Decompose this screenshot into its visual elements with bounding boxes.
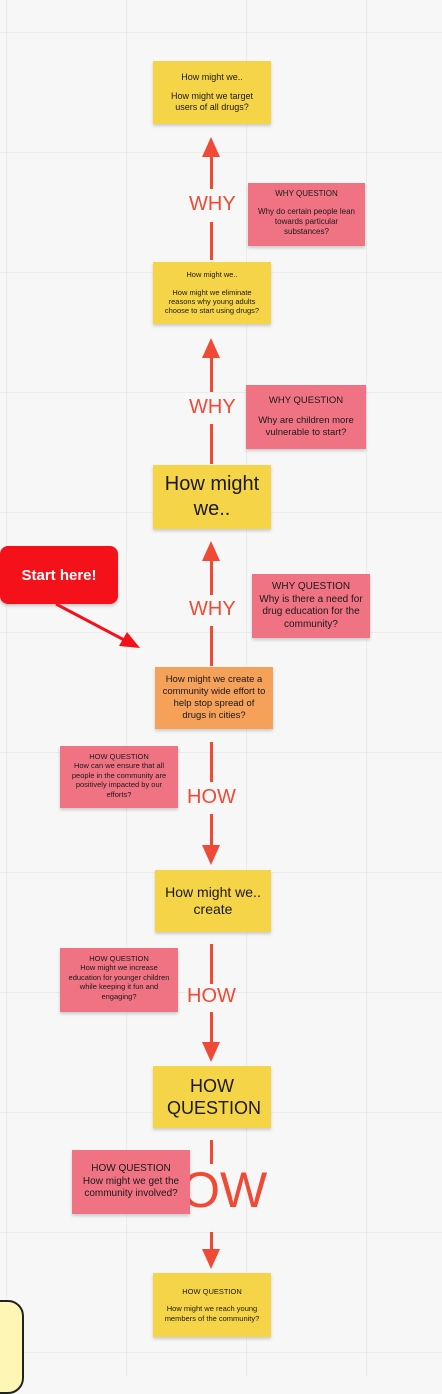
sticky-note-reach-young-members[interactable]: HOW QUESTION How might we reach young me… bbox=[153, 1273, 271, 1337]
how-label: HOW bbox=[187, 786, 236, 808]
note-body: How might we get the community involved? bbox=[82, 1175, 180, 1200]
note-title: WHY QUESTION bbox=[275, 189, 338, 198]
connector-line bbox=[210, 1012, 213, 1043]
how-question-note[interactable]: HOW QUESTION How might we get the commun… bbox=[72, 1150, 190, 1214]
note-body: How might we target users of all drugs? bbox=[170, 90, 254, 113]
note-title: WHY QUESTION bbox=[271, 581, 351, 592]
arrow-down-head bbox=[202, 1042, 220, 1062]
how-question-note[interactable]: HOW QUESTION How can we ensure that all … bbox=[60, 746, 178, 808]
why-label: WHY bbox=[189, 598, 236, 620]
why-label: WHY bbox=[189, 193, 236, 215]
note-body: How might we reach young members of the … bbox=[164, 1304, 260, 1323]
note-title: WHY QUESTION bbox=[268, 395, 344, 407]
connector-line bbox=[210, 424, 213, 464]
arrow-up-head bbox=[202, 137, 220, 157]
note-title: HOW QUESTION bbox=[89, 954, 149, 963]
connector-line bbox=[210, 1140, 213, 1164]
sticky-note-create[interactable]: How might we.. create bbox=[155, 870, 271, 932]
note-body: How might we create a community wide eff… bbox=[162, 674, 266, 721]
why-question-note[interactable]: WHY QUESTION Why do certain people lean … bbox=[248, 183, 365, 246]
note-body: How might we eliminate reasons why young… bbox=[164, 287, 260, 316]
how-question-note[interactable]: HOW QUESTION How might we increase educa… bbox=[60, 948, 178, 1012]
note-body: Why is there a need for drug education f… bbox=[259, 593, 363, 630]
arrow-up-head bbox=[202, 541, 220, 561]
connector-line bbox=[210, 742, 213, 782]
connector-line bbox=[210, 222, 213, 260]
how-label: HOW bbox=[187, 985, 236, 1007]
sticky-note-eliminate-reasons[interactable]: How might we.. How might we eliminate re… bbox=[153, 262, 271, 324]
note-title: How might we.. bbox=[164, 473, 260, 520]
why-label: WHY bbox=[189, 396, 236, 418]
note-body: HOW QUESTION bbox=[167, 1075, 262, 1119]
note-body: How might we.. create bbox=[165, 883, 261, 918]
sticky-note-how-might-we[interactable]: How might we.. bbox=[153, 465, 271, 529]
note-title: HOW QUESTION bbox=[91, 1163, 171, 1175]
connector-line bbox=[210, 356, 213, 392]
note-body: How might we increase education for youn… bbox=[68, 963, 170, 1001]
connector-line bbox=[210, 559, 213, 595]
sticky-note-community-effort[interactable]: How might we create a community wide eff… bbox=[155, 667, 273, 729]
sticky-note-how-question[interactable]: HOW QUESTION bbox=[153, 1066, 271, 1128]
sticky-note-target-users[interactable]: How might we.. How might we target users… bbox=[153, 61, 271, 124]
note-body: Why are children more vulnerable to star… bbox=[258, 415, 354, 438]
connector-line bbox=[210, 626, 213, 666]
start-here-label[interactable]: Start here! bbox=[0, 546, 118, 604]
note-title: HOW QUESTION bbox=[89, 752, 149, 761]
connector-line bbox=[210, 944, 213, 984]
why-question-note[interactable]: WHY QUESTION Why are children more vulne… bbox=[246, 385, 366, 449]
why-question-note[interactable]: WHY QUESTION Why is there a need for dru… bbox=[252, 574, 370, 638]
connector-line bbox=[210, 814, 213, 846]
note-title: How might we.. bbox=[181, 71, 243, 82]
arrow-down-head bbox=[202, 1249, 220, 1269]
note-title: HOW QUESTION bbox=[182, 1286, 242, 1296]
note-body: Why do certain people lean towards parti… bbox=[258, 207, 355, 236]
connector-line bbox=[210, 155, 213, 189]
note-title: How might we.. bbox=[186, 270, 238, 280]
partial-shape bbox=[0, 1300, 24, 1394]
arrow-down-head bbox=[202, 845, 220, 865]
note-body: How can we ensure that all people in the… bbox=[71, 761, 167, 799]
connector-line bbox=[210, 1232, 213, 1252]
arrow-up-head bbox=[202, 338, 220, 358]
